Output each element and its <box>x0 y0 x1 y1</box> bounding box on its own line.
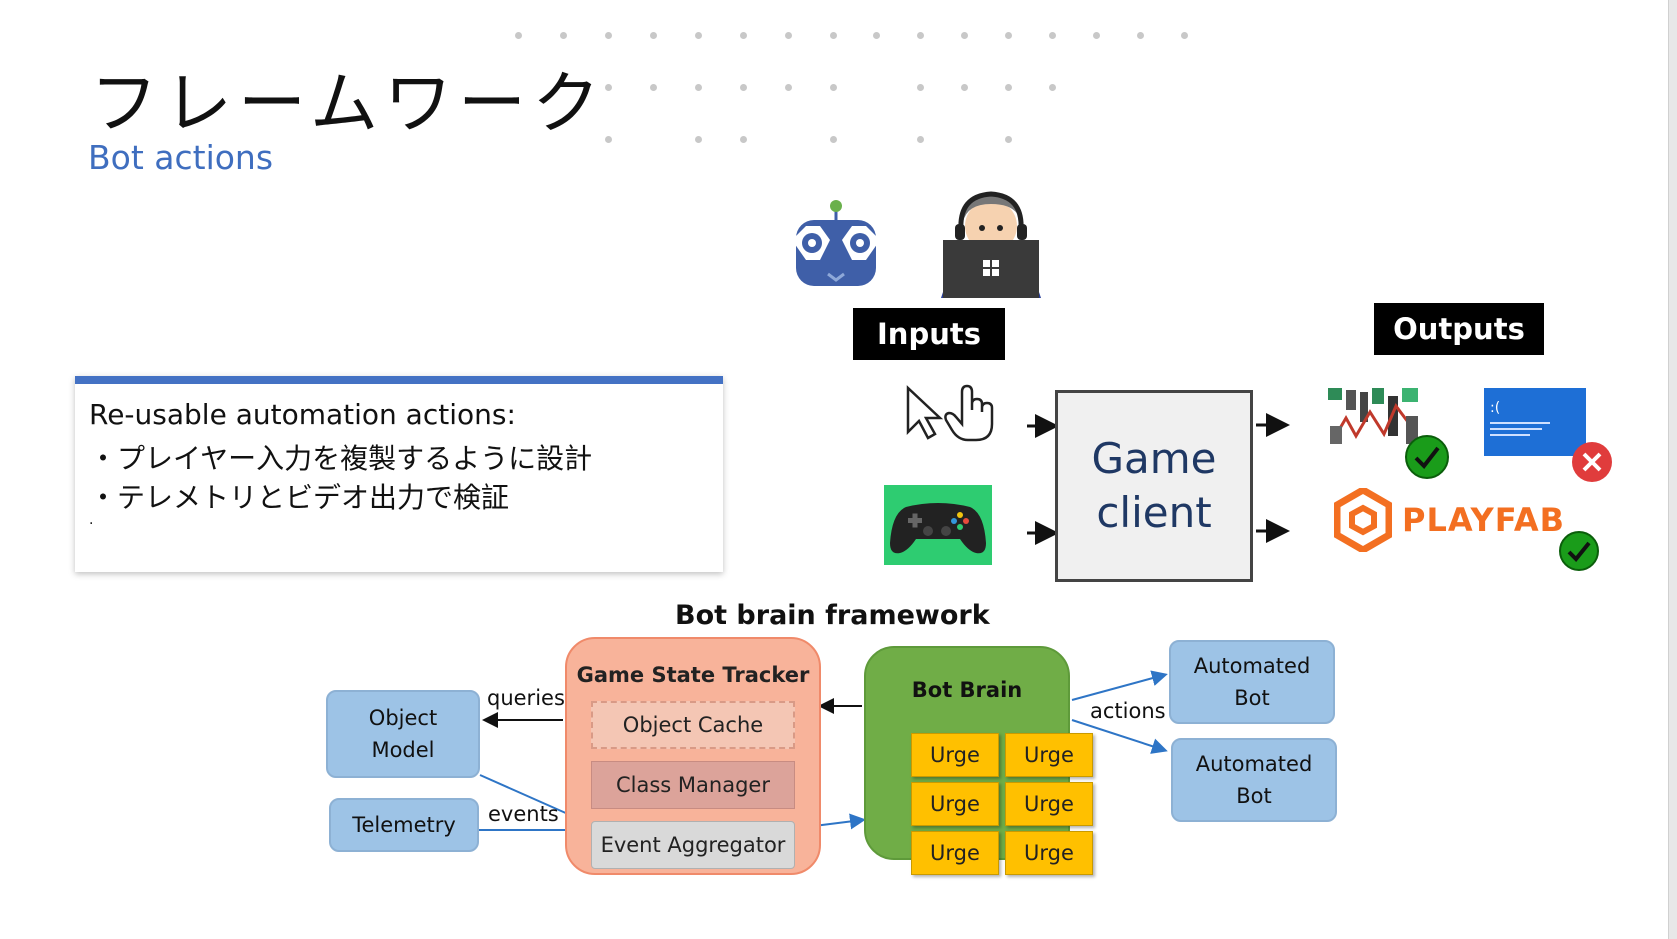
events-label: events <box>488 802 559 826</box>
object-cache-box: Object Cache <box>591 701 795 749</box>
urge-box-1: Urge <box>911 733 999 777</box>
textbox-line-3: ・テレメトリとビデオ出力で検証 <box>89 481 510 514</box>
automated-bot-2-line-2: Bot <box>1236 784 1272 808</box>
automated-bot-1-line-2: Bot <box>1234 686 1270 710</box>
robot-icon <box>786 198 886 294</box>
slide-subtitle: Bot actions <box>88 138 274 177</box>
game-client-box: Game client <box>1055 390 1253 582</box>
playfab-hexagon-icon <box>1334 488 1392 552</box>
game-client-line-2: client <box>1096 488 1212 537</box>
event-aggregator-box: Event Aggregator <box>591 821 795 869</box>
automated-bot-box-2: Automated Bot <box>1171 738 1337 822</box>
telemetry-box: Telemetry <box>329 798 479 852</box>
automated-bot-2-line-1: Automated <box>1195 752 1313 776</box>
object-model-line-1: Object <box>368 706 438 730</box>
playfab-logo: PLAYFAB <box>1334 488 1565 552</box>
urge-box-5: Urge <box>911 831 999 875</box>
outputs-label: Outputs <box>1374 303 1544 355</box>
failure-x-icon <box>1571 441 1613 487</box>
success-check-icon <box>1404 434 1450 484</box>
urge-box-4: Urge <box>1005 782 1093 826</box>
svg-text::(: :( <box>1490 400 1500 416</box>
info-textbox: Re-usable automation actions: ・プレイヤー入力を複… <box>75 376 723 572</box>
textbox-line-1: Re-usable automation actions: <box>89 398 516 431</box>
mouse-pointer-icon <box>904 384 1000 446</box>
bot-brain-title: Bot Brain <box>911 678 1023 702</box>
textbox-line-2: ・プレイヤー入力を複製するように設計 <box>89 442 593 475</box>
game-client-line-1: Game <box>1091 434 1217 483</box>
gamepad-icon <box>884 485 992 569</box>
object-model-box: Object Model <box>326 690 480 778</box>
automated-bot-box-1: Automated Bot <box>1169 640 1335 724</box>
scrollbar[interactable] <box>1668 0 1677 939</box>
urge-box-6: Urge <box>1005 831 1093 875</box>
textbox-line-4: . <box>89 512 94 528</box>
error-screen-image: :( <box>1484 388 1586 460</box>
automated-bot-1-line-1: Automated <box>1193 654 1311 678</box>
object-model-line-2: Model <box>371 738 435 762</box>
urge-box-2: Urge <box>1005 733 1093 777</box>
playfab-wordmark: PLAYFAB <box>1402 501 1566 539</box>
game-state-tracker-box: Game State Tracker Object Cache Class Ma… <box>565 637 821 875</box>
game-state-tracker-title: Game State Tracker <box>576 663 810 687</box>
slide-title: フレームワーク <box>90 65 606 144</box>
class-manager-box: Class Manager <box>591 761 795 809</box>
inputs-label: Inputs <box>853 308 1005 360</box>
queries-label: queries <box>487 686 565 710</box>
urge-box-3: Urge <box>911 782 999 826</box>
framework-title: Bot brain framework <box>675 600 990 631</box>
game-screenshot-image <box>1326 386 1422 452</box>
actions-label: actions <box>1090 699 1166 723</box>
playfab-success-check-icon <box>1558 530 1600 576</box>
person-at-laptop-icon <box>933 186 1049 304</box>
